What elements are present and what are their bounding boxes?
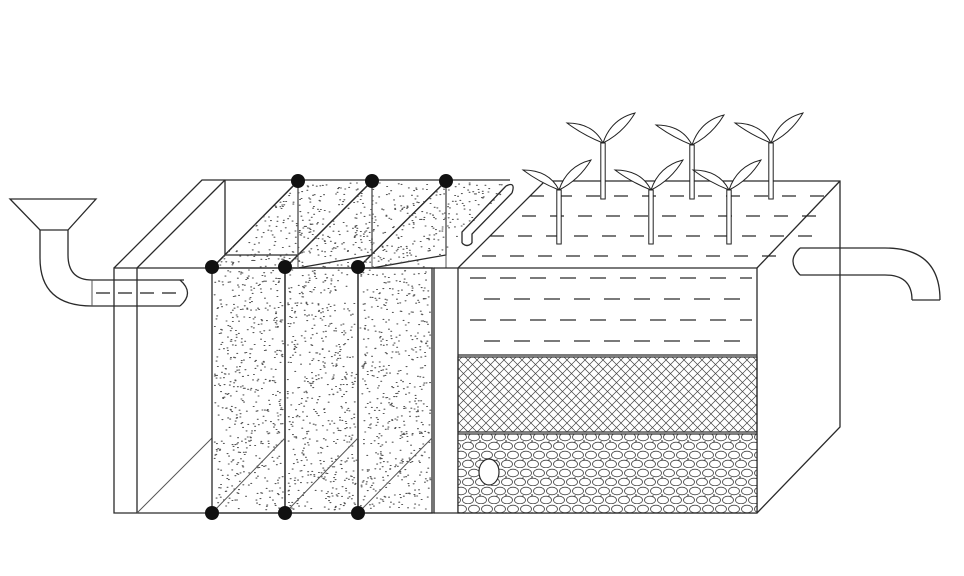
inlet-pipe	[39, 230, 189, 307]
gravel-layer	[457, 433, 758, 514]
inlet-funnel-icon	[8, 198, 98, 231]
mesh-layer	[457, 356, 758, 433]
stippled-filter-panels	[211, 179, 503, 514]
water-layer	[458, 195, 824, 356]
outlet-pipe	[792, 247, 941, 301]
plant-icons	[521, 112, 805, 245]
filter-tank	[113, 179, 510, 514]
panel-nodes	[205, 174, 453, 520]
connecting-pipe	[461, 183, 514, 247]
